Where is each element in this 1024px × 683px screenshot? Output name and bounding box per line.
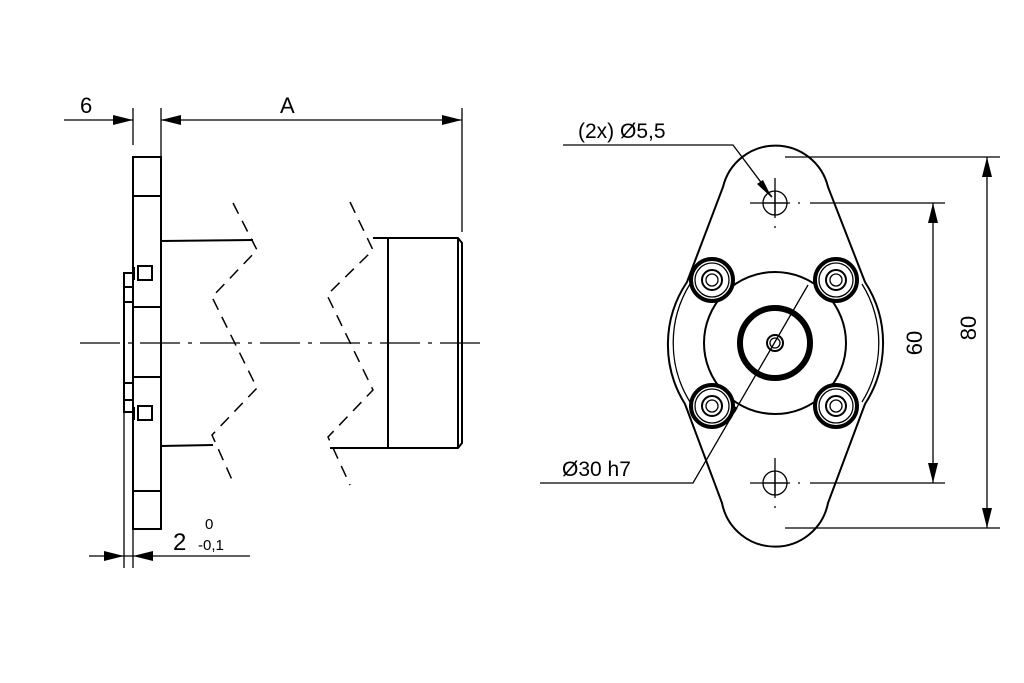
screw-top-right xyxy=(813,257,859,303)
dim-step-tol-lower: -0,1 xyxy=(198,537,224,554)
screw-top-left xyxy=(689,257,735,303)
dim-step-tol-upper: 0 xyxy=(205,516,213,533)
dim-hole-spacing-label: 60 xyxy=(902,331,927,355)
hole-callout-label: (2x) Ø5,5 xyxy=(578,120,666,143)
dim-overall-height-label: 80 xyxy=(956,316,981,340)
dim-step-value: 2 xyxy=(173,529,186,556)
center-bore xyxy=(766,334,784,352)
side-view: 6 A xyxy=(64,93,480,568)
shaft-ring xyxy=(737,305,813,381)
shaft-callout-label: Ø30 h7 xyxy=(562,458,631,481)
step-dimension: 2 0 -0,1 xyxy=(89,412,250,568)
shaft-callout: Ø30 h7 xyxy=(540,284,809,484)
flange-outline xyxy=(666,144,884,548)
length-dimension: A xyxy=(160,93,463,232)
screw-bottom-left xyxy=(689,383,735,429)
dim-flange-label: 6 xyxy=(80,93,92,118)
dim-length-label: A xyxy=(280,93,295,118)
front-view: (2x) Ø5,5 Ø30 h7 60 80 xyxy=(540,120,1000,548)
hole-callout: (2x) Ø5,5 xyxy=(563,120,773,198)
screw-bottom-right xyxy=(813,383,859,429)
hole-spacing-dimension: 60 xyxy=(810,202,945,484)
overall-height-dimension: 80 xyxy=(785,156,1000,529)
screws xyxy=(689,257,859,429)
flange-thickness-dimension: 6 xyxy=(64,93,134,145)
mounting-hole-bottom xyxy=(750,458,800,508)
hub-circle xyxy=(703,271,847,415)
mounting-hole-top xyxy=(750,178,800,228)
